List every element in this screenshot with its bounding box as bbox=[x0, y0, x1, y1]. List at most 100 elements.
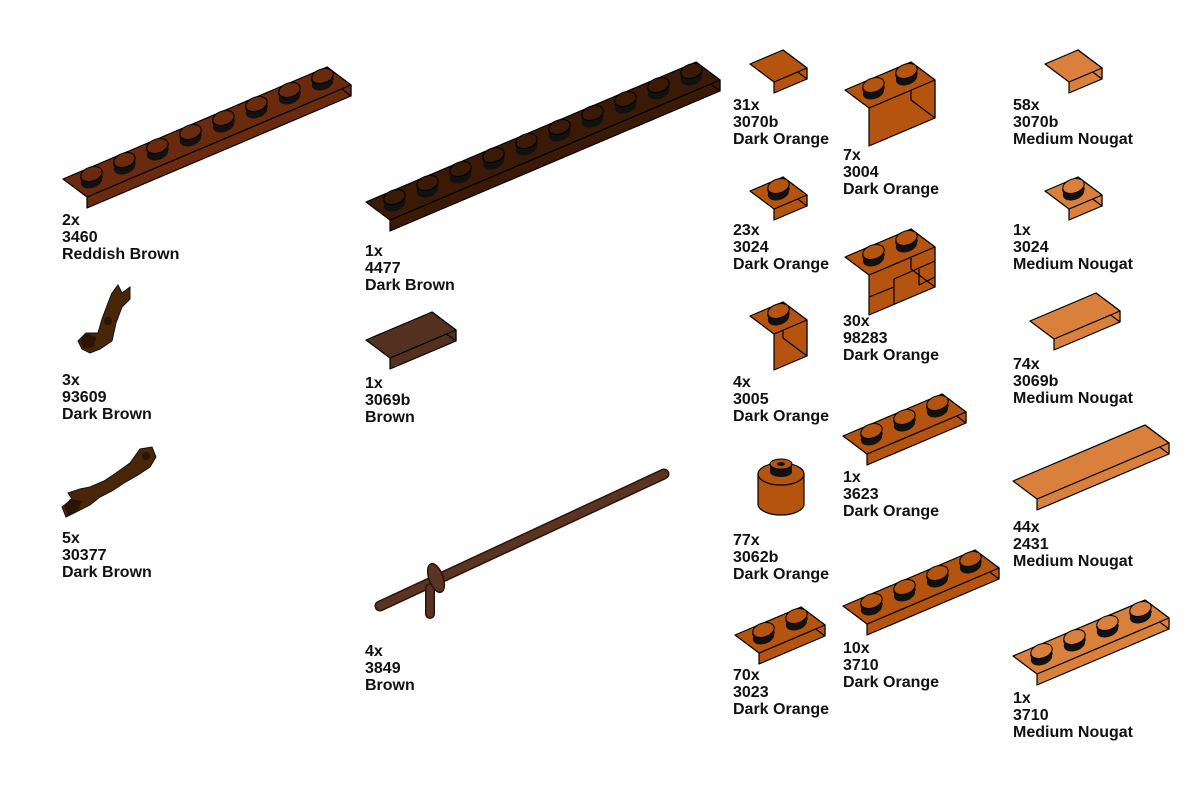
stud bbox=[1129, 601, 1152, 617]
part-color: Dark Brown bbox=[365, 277, 455, 294]
stud bbox=[680, 63, 703, 79]
stud bbox=[1063, 629, 1086, 645]
part-3710-illustration bbox=[842, 549, 1000, 636]
part-3710-illustration bbox=[1012, 599, 1170, 686]
part-quantity: 30x bbox=[843, 313, 870, 330]
part-number: 3710 bbox=[1013, 707, 1049, 724]
part-3070b-illustration bbox=[749, 49, 808, 94]
stud bbox=[311, 68, 334, 84]
part-color: Reddish Brown bbox=[62, 246, 180, 263]
front-face bbox=[86, 84, 352, 209]
stud bbox=[926, 565, 949, 581]
part-quantity: 74x bbox=[1013, 356, 1040, 373]
part-number: 3005 bbox=[733, 391, 769, 408]
part-number: 3623 bbox=[843, 486, 879, 503]
stud bbox=[416, 175, 439, 191]
part-quantity: 77x bbox=[733, 532, 760, 549]
part-4477-illustration bbox=[365, 61, 721, 232]
part-3004-illustration bbox=[844, 61, 936, 147]
part-number: 3062b bbox=[733, 549, 779, 566]
top-face bbox=[1029, 292, 1121, 340]
part-color: Medium Nougat bbox=[1013, 553, 1133, 570]
stud bbox=[113, 152, 136, 168]
part-color: Brown bbox=[365, 677, 415, 694]
part-quantity: 1x bbox=[1013, 690, 1031, 707]
part-3460-illustration bbox=[62, 66, 352, 209]
stud bbox=[515, 133, 538, 149]
part-quantity: 70x bbox=[733, 667, 760, 684]
stud bbox=[548, 119, 571, 135]
part-quantity: 5x bbox=[62, 530, 80, 547]
part-color: Dark Orange bbox=[733, 408, 830, 425]
stud bbox=[179, 124, 202, 140]
stud bbox=[614, 91, 637, 107]
part-3023-illustration bbox=[734, 606, 826, 665]
part-color: Medium Nougat bbox=[1013, 131, 1133, 148]
part-number: 3070b bbox=[1013, 114, 1059, 131]
stud bbox=[1062, 178, 1085, 194]
part-number: 3004 bbox=[843, 164, 879, 181]
part-3849-illustration bbox=[374, 468, 670, 619]
part-3024-illustration bbox=[1044, 176, 1103, 221]
part-color: Dark Orange bbox=[733, 701, 830, 718]
part-number: 3024 bbox=[1013, 239, 1049, 256]
part-color: Dark Orange bbox=[733, 566, 830, 583]
part-quantity: 3x bbox=[62, 372, 80, 389]
part-color: Dark Brown bbox=[62, 406, 152, 423]
part-quantity: 4x bbox=[733, 374, 751, 391]
stud bbox=[278, 82, 301, 98]
stud bbox=[862, 244, 885, 260]
part-3623-illustration bbox=[842, 393, 967, 466]
top-face bbox=[62, 66, 352, 198]
part-color: Dark Brown bbox=[62, 564, 152, 581]
part-2431-illustration bbox=[1012, 424, 1170, 511]
part-quantity: 1x bbox=[843, 469, 861, 486]
stud bbox=[895, 63, 918, 79]
top-face bbox=[749, 49, 808, 83]
part-quantity: 1x bbox=[365, 243, 383, 260]
stud bbox=[482, 147, 505, 163]
part-number: 3024 bbox=[733, 239, 769, 256]
part-93609-illustration bbox=[77, 284, 131, 354]
part-number: 3069b bbox=[1013, 373, 1059, 390]
part-quantity: 10x bbox=[843, 640, 870, 657]
stud bbox=[1030, 643, 1053, 659]
stud bbox=[752, 622, 775, 638]
top-face bbox=[365, 311, 457, 359]
part-number: 3070b bbox=[733, 114, 779, 131]
stud bbox=[926, 395, 949, 411]
part-color: Medium Nougat bbox=[1013, 256, 1133, 273]
stud bbox=[767, 178, 790, 194]
stud bbox=[383, 189, 406, 205]
stud bbox=[893, 409, 916, 425]
stud bbox=[146, 138, 169, 154]
part-number: 98283 bbox=[843, 330, 888, 347]
part-3069b-illustration bbox=[1029, 292, 1121, 351]
part-number: 93609 bbox=[62, 389, 107, 406]
part-color: Medium Nougat bbox=[1013, 724, 1133, 741]
part-number: 3023 bbox=[733, 684, 769, 701]
part-98283-illustration bbox=[844, 228, 936, 316]
part-number: 3710 bbox=[843, 657, 879, 674]
part-number: 4477 bbox=[365, 260, 401, 277]
part-3005-illustration bbox=[749, 301, 808, 371]
part-number: 3849 bbox=[365, 660, 401, 677]
stud bbox=[893, 579, 916, 595]
part-quantity: 2x bbox=[62, 212, 80, 229]
stud bbox=[959, 551, 982, 567]
stud bbox=[895, 230, 918, 246]
part-quantity: 1x bbox=[1013, 222, 1031, 239]
